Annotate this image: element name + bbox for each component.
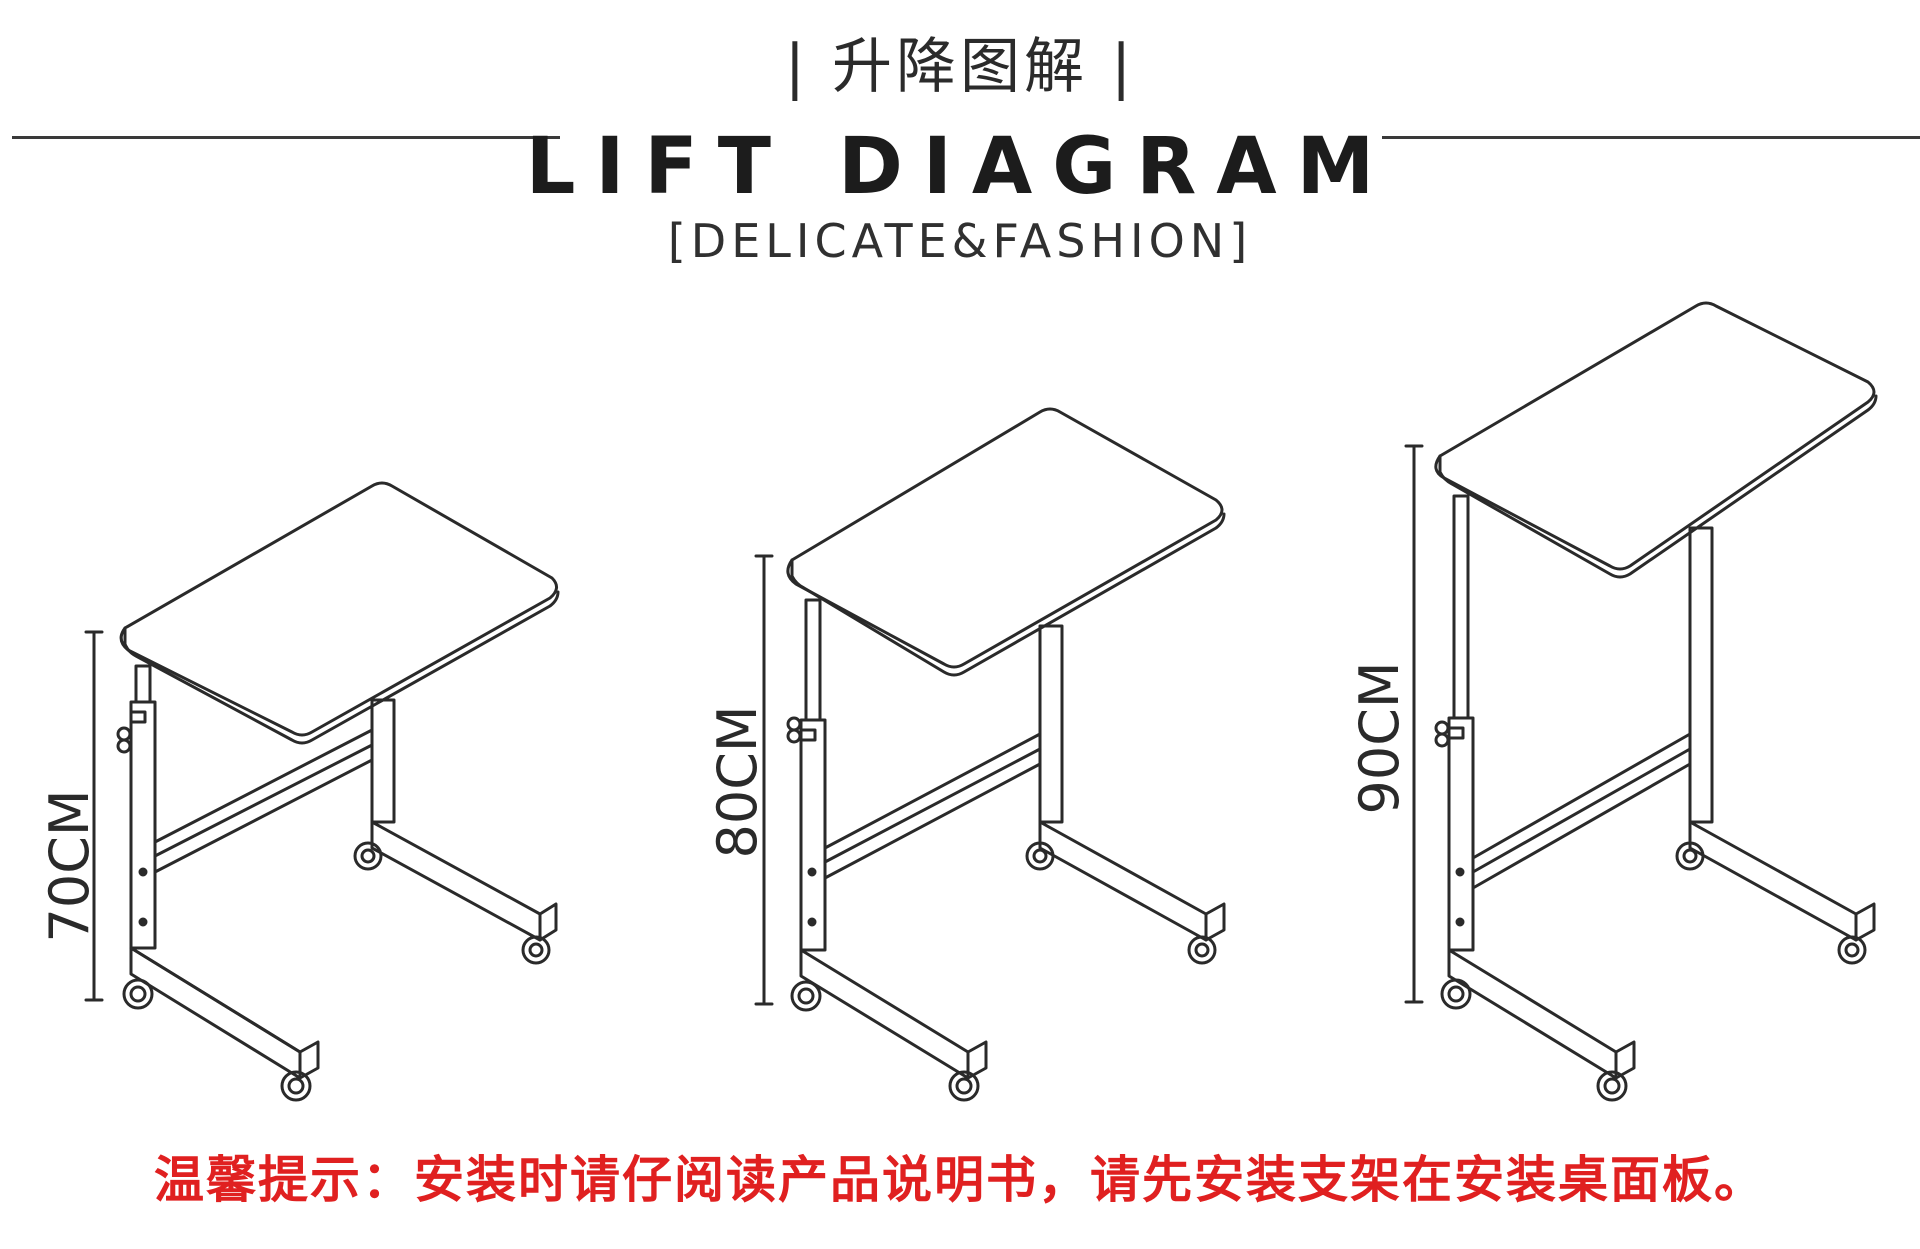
height-label-80cm: 80CM xyxy=(706,705,769,858)
header-rule-left xyxy=(12,136,560,139)
header-rule-right xyxy=(1382,136,1920,139)
installation-notice: 温馨提示：安装时请仔阅读产品说明书，请先安装支架在安装桌面板。 xyxy=(154,1151,1766,1209)
table-90cm xyxy=(1404,301,1878,1102)
header-subtitle-en: [DELICATE&FASHION] xyxy=(667,214,1253,268)
height-label-70cm: 70CM xyxy=(38,789,101,942)
header-title-cn: | 升降图解 | xyxy=(784,32,1136,102)
table-80cm xyxy=(754,407,1226,1102)
table-70cm xyxy=(84,481,560,1102)
height-label-90cm: 90CM xyxy=(1348,661,1411,814)
header-title-en: LIFT DIAGRAM xyxy=(525,122,1395,212)
